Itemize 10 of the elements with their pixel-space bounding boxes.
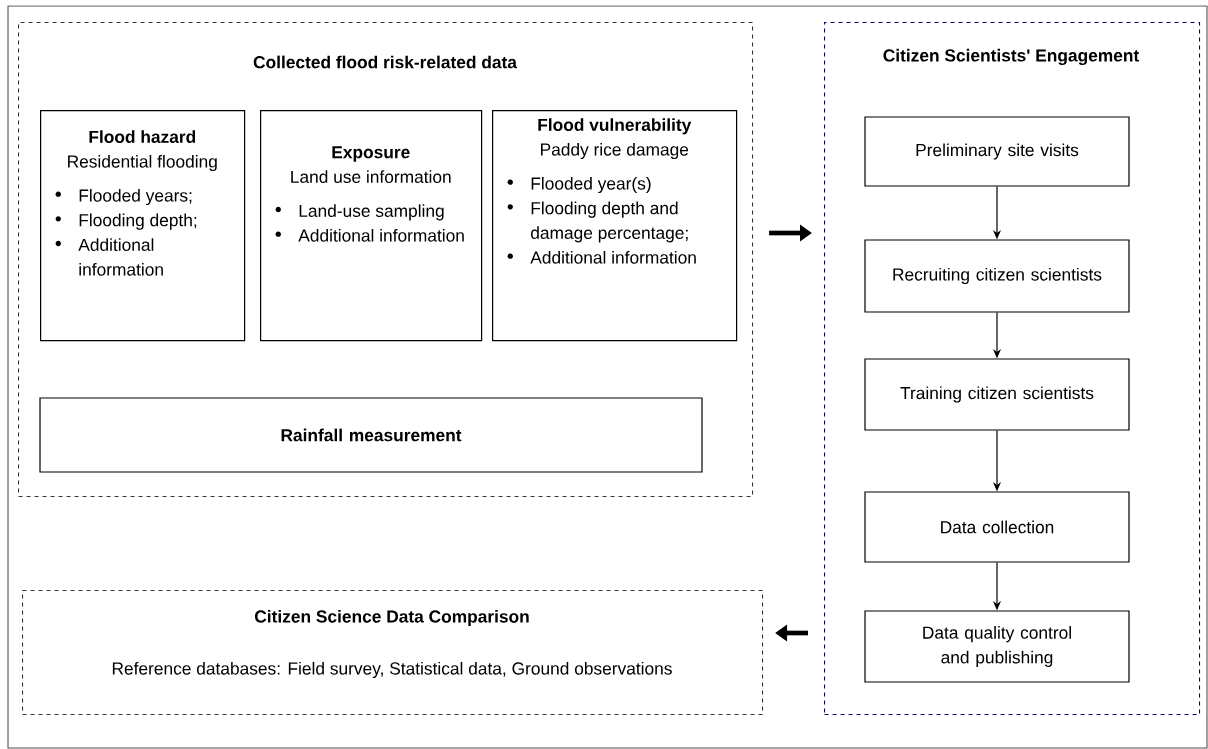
category-box: Flood hazard Residential flooding Flooded years; Flooding depth; Additional information <box>40 110 246 342</box>
process-box: Preliminary site visits <box>864 116 1130 187</box>
category-box: Flood vulnerability Paddy rice damage Flooded year(s) Flooding depth and damage percentage; Additional information <box>492 110 738 342</box>
process-box: Training citizen scientists <box>864 358 1130 431</box>
process-box: Recruiting citizen scientists <box>864 239 1130 313</box>
process-box: Data quality control and publishing <box>864 610 1130 683</box>
process-box: Rainfall measurement <box>39 397 703 473</box>
dashed-group-box: Citizen Science Data Comparison Reference databases: Field survey, Statistical data, Ground observations <box>22 590 764 716</box>
process-box: Data collection <box>864 491 1130 563</box>
category-box: Exposure Land use information Land-use sampling Additional information <box>260 110 483 342</box>
